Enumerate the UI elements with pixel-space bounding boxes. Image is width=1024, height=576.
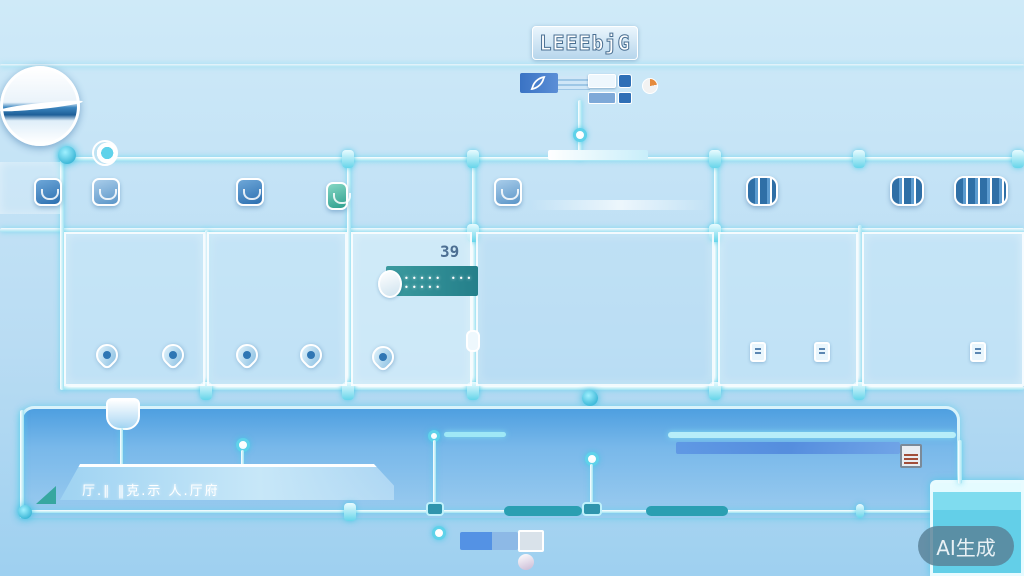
- bottom-node-4[interactable]: [432, 526, 446, 540]
- document-icon[interactable]: [970, 342, 986, 362]
- vertical-rail-5: [714, 157, 718, 393]
- vertical-rail-left: [60, 150, 64, 390]
- rail-joint: [853, 150, 865, 168]
- user-group-cluster-3[interactable]: [954, 176, 1008, 206]
- card-featured: [351, 232, 472, 386]
- ticker-bar: [60, 464, 394, 500]
- track-handle-3[interactable]: [856, 504, 864, 518]
- bottom-track-joint: [344, 503, 356, 521]
- toolbar-icon-b[interactable]: [618, 92, 632, 104]
- bottom-stem-3: [590, 464, 593, 510]
- header-stem-node[interactable]: [573, 128, 587, 142]
- center-tab-indicator: [548, 150, 648, 160]
- tile-icon-4[interactable]: [326, 182, 351, 210]
- rail-joint: [1012, 150, 1024, 168]
- rail-joint: [342, 382, 354, 400]
- card-2: [207, 232, 347, 386]
- rail-joint: [467, 150, 479, 168]
- progress-segment-2: [646, 506, 728, 516]
- header-glow-bar: [530, 200, 710, 210]
- calendar-grid: [904, 454, 918, 464]
- bottom-panel: [20, 406, 960, 518]
- rail-joint: [467, 382, 479, 400]
- main-horizontal-rail-1: [60, 157, 1024, 161]
- rail-joint: [709, 382, 721, 400]
- card-1: [64, 232, 205, 386]
- logo-text: LEEEbjG: [539, 31, 631, 56]
- bottom-stem-1: [241, 450, 244, 466]
- bottom-mini-card-icon[interactable]: [518, 530, 544, 552]
- bottom-glow-line-2: [668, 432, 956, 438]
- rail-joint: [200, 382, 212, 400]
- ticker-text: 厅.∥ ‖克.示 人.厅府: [82, 484, 220, 499]
- globe-band: [0, 98, 84, 114]
- card-6: [862, 232, 1024, 386]
- tile-icon-1[interactable]: [34, 178, 62, 206]
- ai-generated-badge: AI生成: [918, 526, 1014, 566]
- ai-generated-label: AI生成: [936, 535, 996, 560]
- bottom-stem-2: [433, 440, 436, 510]
- tile-icon-2[interactable]: [92, 178, 120, 206]
- track-handle-1[interactable]: [426, 502, 444, 516]
- shield-stem: [120, 428, 123, 466]
- featured-scroll-handle[interactable]: [466, 330, 480, 352]
- rail-hub-node[interactable]: [582, 390, 598, 406]
- tile-icon-5[interactable]: [494, 178, 522, 206]
- card-5: [718, 232, 858, 386]
- tab-strip: [558, 76, 590, 90]
- bottom-track-rail: [26, 510, 936, 513]
- vertical-rail-6: [858, 225, 862, 393]
- document-icon[interactable]: [750, 342, 766, 362]
- document-icon[interactable]: [814, 342, 830, 362]
- bottom-right-rail: [958, 440, 962, 484]
- globe-connector-node[interactable]: [58, 146, 76, 164]
- featured-bar: ••••• ••• •••••: [386, 266, 478, 296]
- user-group-cluster-1[interactable]: [746, 176, 778, 206]
- rail-joint: [853, 382, 865, 400]
- featured-bar-text: ••••• ••• •••••: [404, 274, 475, 292]
- bottom-mini-progress: [460, 532, 518, 550]
- feather-icon: [530, 76, 546, 90]
- rail-joint: [709, 150, 721, 168]
- globe-emblem: [0, 66, 84, 146]
- main-horizontal-rail-2: [0, 228, 1024, 232]
- toolbar-icon-a[interactable]: [618, 74, 632, 88]
- featured-badge-icon: [378, 270, 402, 298]
- bottom-blur-text-bar: [676, 442, 900, 454]
- satellite-dish-icon: [92, 140, 118, 166]
- top-divider-rail: [0, 64, 1024, 67]
- bottom-panel-left-edge: [20, 410, 24, 514]
- bottom-shield-icon[interactable]: [106, 398, 140, 430]
- toolbar-button-top[interactable]: [588, 74, 616, 88]
- main-horizontal-rail-3: [60, 386, 1024, 390]
- app-logo: LEEEbjG: [532, 26, 638, 60]
- featured-number: 39: [440, 242, 460, 261]
- track-handle-2[interactable]: [582, 502, 602, 516]
- status-pie-icon[interactable]: [642, 78, 658, 94]
- bottom-track-start-node[interactable]: [18, 505, 32, 519]
- calendar-icon[interactable]: [900, 444, 922, 468]
- vertical-rail-3: [347, 157, 351, 393]
- brand-tab[interactable]: [520, 73, 558, 93]
- user-group-cluster-2[interactable]: [890, 176, 924, 206]
- progress-segment-1: [504, 506, 582, 516]
- toolbar-button-bottom[interactable]: [588, 92, 616, 104]
- rail-joint: [342, 150, 354, 168]
- tile-icon-3[interactable]: [236, 178, 264, 206]
- bottom-round-icon[interactable]: [518, 554, 534, 570]
- card-wide: [476, 232, 714, 386]
- bottom-glow-line-1: [444, 432, 506, 437]
